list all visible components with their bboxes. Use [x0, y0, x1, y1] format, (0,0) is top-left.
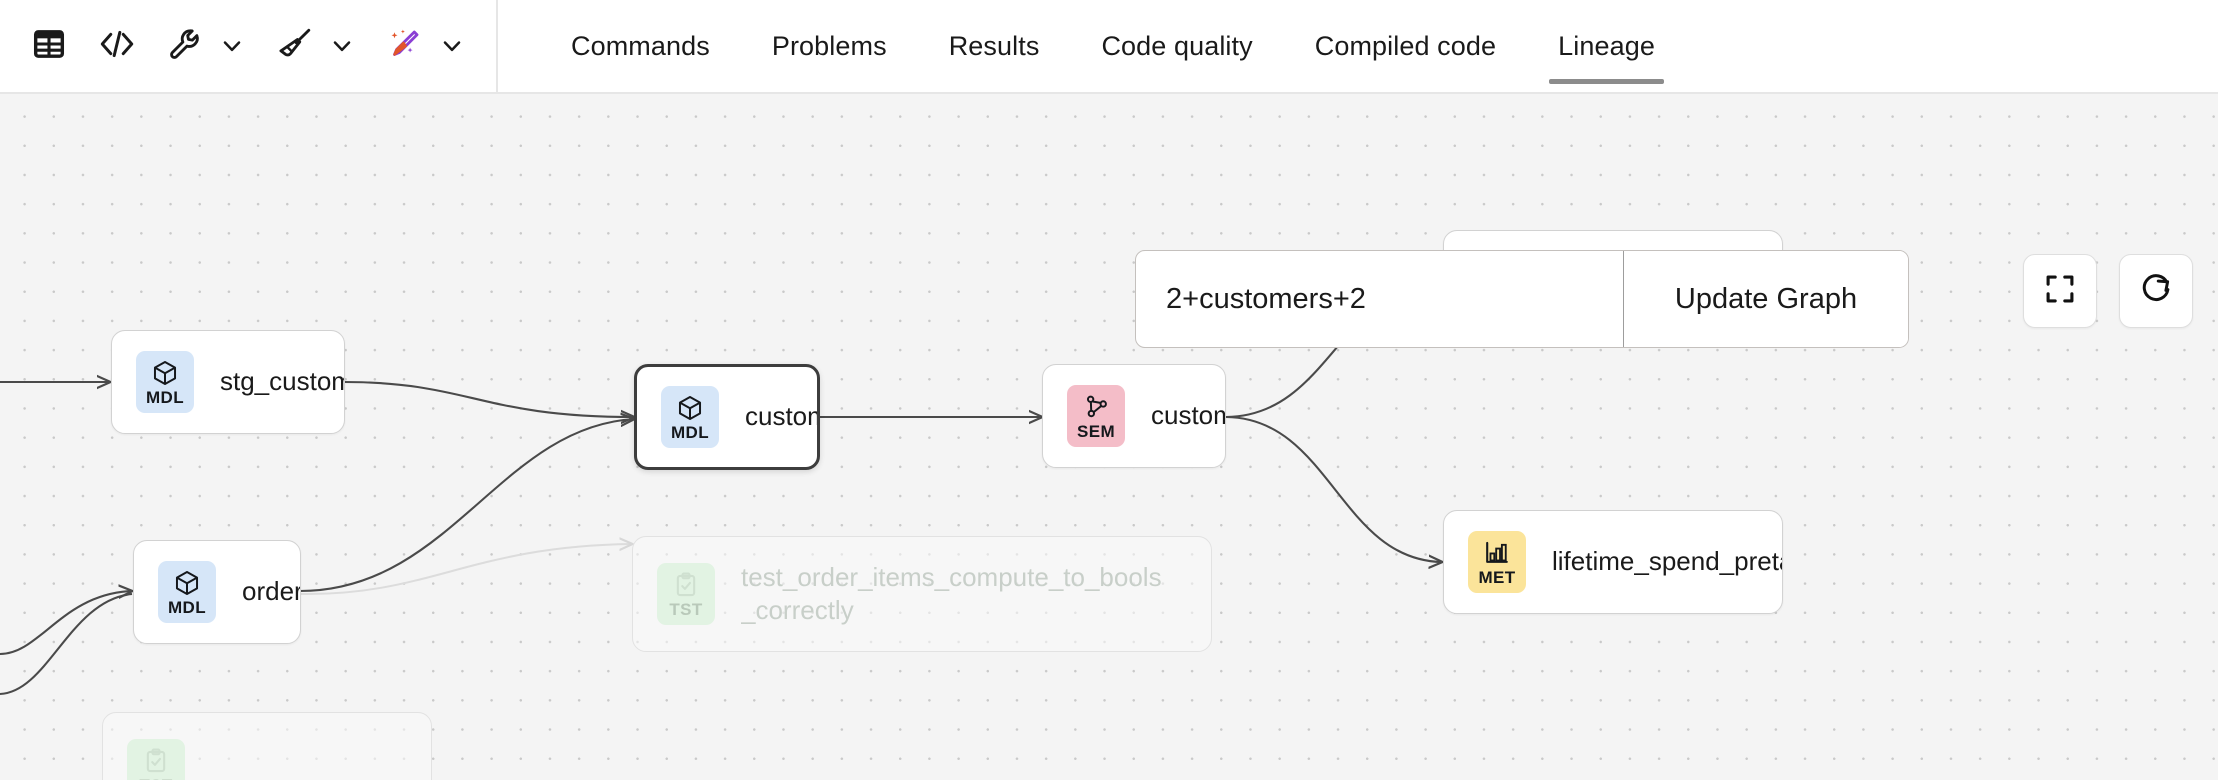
node-label: customers: [1151, 400, 1225, 431]
broom-icon: [277, 26, 313, 67]
lineage-node-test-partial[interactable]: TST: [102, 712, 432, 780]
tab-commands[interactable]: Commands: [571, 30, 710, 61]
tab-lineage[interactable]: Lineage: [1527, 0, 1686, 92]
lineage-node-customers-model[interactable]: MDL customers: [634, 364, 820, 470]
cube-icon: [676, 393, 704, 423]
node-label: lifetime_spend_pretax: [1552, 546, 1782, 577]
top-toolbar: Commands Problems Results Code quality C…: [0, 0, 2218, 94]
refresh-icon: [2139, 272, 2173, 311]
graph-search-bar: Update Graph: [1135, 250, 1909, 348]
node-type-badge-mdl: MDL: [661, 386, 719, 448]
tab-bar: Commands Problems Results Code quality C…: [498, 0, 1686, 92]
refresh-button[interactable]: [2119, 254, 2193, 328]
tab-results[interactable]: Results: [948, 30, 1040, 61]
node-type-badge-mdl: MDL: [136, 351, 194, 413]
cube-icon: [173, 568, 201, 598]
lineage-node-test-order-items[interactable]: TST test_order_items_compute_to_bools _c…: [632, 536, 1212, 652]
lineage-node-lifetime-spend-pretax[interactable]: MET lifetime_spend_pretax: [1443, 510, 1783, 614]
node-label: customers: [745, 401, 817, 432]
bar-chart-icon: [1483, 538, 1511, 568]
wrench-icon: [167, 26, 203, 67]
node-type-badge-sem: SEM: [1067, 385, 1125, 447]
tab-code-quality[interactable]: Code quality: [1101, 30, 1253, 61]
lineage-node-orders[interactable]: MDL orders: [133, 540, 301, 644]
tab-problems[interactable]: Problems: [771, 30, 887, 61]
ai-dropdown[interactable]: [378, 19, 472, 73]
code-brackets-icon: [98, 27, 136, 66]
chevron-down-icon[interactable]: [322, 19, 362, 73]
tools-dropdown[interactable]: [158, 19, 252, 73]
badge-label: TST: [139, 777, 172, 780]
code-icon-button[interactable]: [90, 19, 144, 73]
node-type-badge-met: MET: [1468, 531, 1526, 593]
chevron-down-icon[interactable]: [212, 19, 252, 73]
badge-label: MDL: [145, 388, 185, 407]
clipboard-check-icon: [142, 746, 170, 776]
badge-label: TST: [669, 600, 703, 619]
cube-icon: [151, 358, 179, 388]
badge-label: SEM: [1076, 422, 1116, 441]
canvas-action-group: [2023, 254, 2193, 328]
fit-view-button[interactable]: [2023, 254, 2097, 328]
editor-tool-group: [0, 0, 498, 92]
broom-icon-button[interactable]: [268, 19, 322, 73]
table-icon-button[interactable]: [22, 19, 76, 73]
magic-wand-icon: [387, 26, 423, 67]
lineage-node-stg-customers[interactable]: MDL stg_customers: [111, 330, 345, 434]
tab-compiled-code[interactable]: Compiled code: [1314, 30, 1497, 61]
network-graph-icon: [1082, 392, 1110, 422]
node-label: orders: [242, 576, 300, 607]
node-type-badge-mdl: MDL: [158, 561, 216, 623]
wrench-icon-button[interactable]: [158, 19, 212, 73]
node-label: test_order_items_compute_to_bools _corre…: [741, 561, 1162, 625]
badge-label: MDL: [670, 423, 710, 442]
badge-label: MDL: [167, 598, 207, 617]
badge-label: MET: [1478, 568, 1516, 587]
node-type-badge-tst: TST: [127, 739, 185, 780]
clipboard-check-icon: [672, 570, 700, 600]
table-icon: [32, 27, 66, 66]
lineage-canvas[interactable]: MDL stg_customers MDL orders: [0, 94, 2218, 780]
node-type-badge-tst: TST: [657, 563, 715, 625]
fullscreen-icon: [2043, 272, 2077, 311]
update-graph-button[interactable]: Update Graph: [1623, 251, 1908, 347]
chevron-down-icon[interactable]: [432, 19, 472, 73]
magic-wand-icon-button[interactable]: [378, 19, 432, 73]
node-label: stg_customers: [220, 366, 344, 397]
graph-search-input[interactable]: [1136, 251, 1623, 347]
lineage-node-customers-semantic[interactable]: SEM customers: [1042, 364, 1226, 468]
format-dropdown[interactable]: [268, 19, 362, 73]
